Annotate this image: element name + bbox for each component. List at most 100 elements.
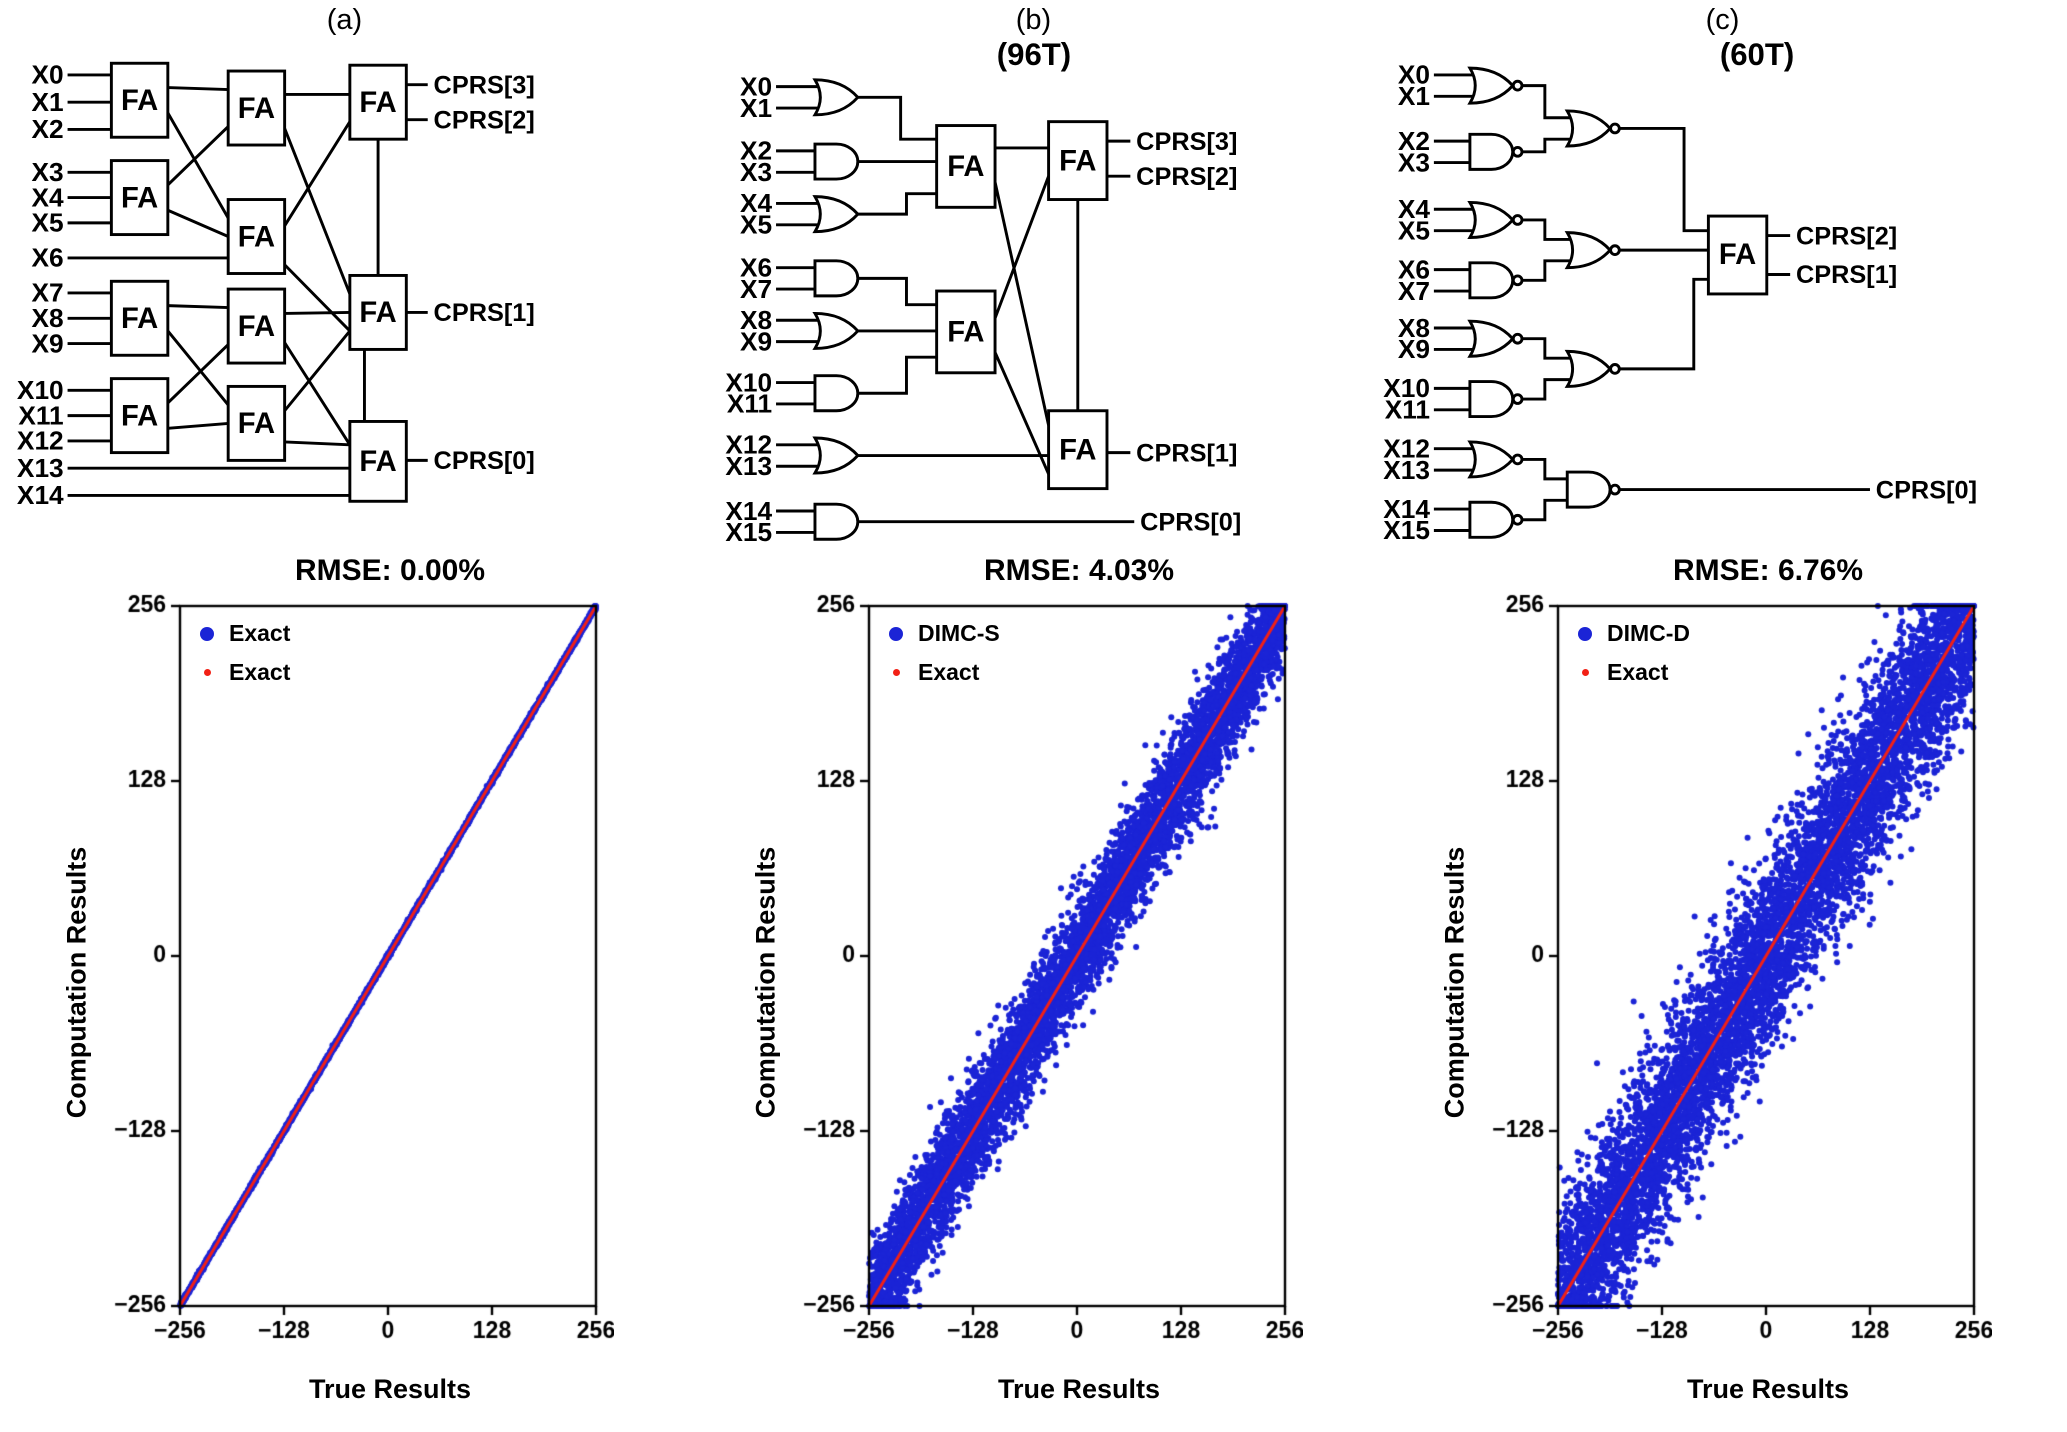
nor-gate-icon xyxy=(1467,319,1515,358)
input-label: X10 xyxy=(725,367,772,397)
output-label: CPRS[3] xyxy=(1136,128,1237,156)
inverter-bubble-icon xyxy=(1511,332,1524,345)
nand-gate-icon xyxy=(1565,470,1612,509)
fa-label: FA xyxy=(238,221,275,253)
or-gate-icon xyxy=(812,78,860,117)
input-labels: X0 X1 X2 X3 X4 X5 X6 X7 X8 X9 X10 X11 X1… xyxy=(17,60,64,511)
chart-title: RMSE: 6.76% xyxy=(1672,554,1864,587)
input-label: X3 xyxy=(1398,147,1430,177)
fa-boxes xyxy=(109,61,408,503)
fa-label: FA xyxy=(121,85,158,117)
legend-label: Exact xyxy=(229,659,291,685)
input-label: X15 xyxy=(1383,515,1430,545)
dot-icon xyxy=(892,669,900,676)
fa-box xyxy=(226,384,287,462)
fa-box xyxy=(109,61,170,139)
fa-label: FA xyxy=(238,311,275,343)
fa-label: FA xyxy=(1719,239,1756,271)
nand-gate-icon xyxy=(1468,261,1515,300)
legend-marker-icon xyxy=(887,626,905,641)
output-label: CPRS[2] xyxy=(434,106,535,134)
chart-body: Computation Results DIMC-S Exact xyxy=(749,592,1349,1372)
chart-legend: DIMC-S Exact xyxy=(887,620,1000,686)
fa-box xyxy=(348,273,408,351)
fa-labels: FA FA FA FA xyxy=(947,145,1096,466)
legend-label: DIMC-S xyxy=(918,620,1000,646)
input-label: X3 xyxy=(32,157,64,187)
input-label: X4 xyxy=(32,182,65,212)
input-label: X8 xyxy=(740,305,772,335)
input-label: X15 xyxy=(725,517,772,547)
legend-marker-icon xyxy=(198,669,216,676)
or-gate-icon xyxy=(812,311,860,350)
input-label: X12 xyxy=(17,426,64,456)
output-label: CPRS[0] xyxy=(434,447,535,475)
input-label: X1 xyxy=(740,93,772,123)
legend-item: Exact xyxy=(198,620,290,647)
circuit-wires xyxy=(67,73,428,497)
nor-gate-icon xyxy=(1564,109,1613,148)
fa-label: FA xyxy=(947,317,984,349)
nand-gate-icon xyxy=(1468,500,1515,539)
fa-box xyxy=(226,69,287,147)
logic-gates xyxy=(1467,66,1621,539)
y-axis-label: Computation Results xyxy=(750,846,781,1118)
input-label: X7 xyxy=(1398,276,1430,306)
input-label: X0 xyxy=(740,71,772,101)
input-label: X13 xyxy=(1383,455,1430,485)
fa-label: FA xyxy=(238,93,275,125)
nor-gate-icon xyxy=(1467,440,1515,479)
logic-gates xyxy=(812,78,860,541)
input-label: X13 xyxy=(17,453,64,483)
input-label: X8 xyxy=(32,303,64,333)
dot-icon xyxy=(889,626,903,641)
output-label: CPRS[2] xyxy=(1136,163,1237,191)
legend-marker-icon xyxy=(1576,669,1594,676)
input-label: X11 xyxy=(727,389,772,419)
input-label: X6 xyxy=(1398,254,1430,284)
input-label: X1 xyxy=(1398,81,1430,111)
input-label: X4 xyxy=(740,188,773,218)
inverter-bubble-icon xyxy=(1511,274,1524,287)
output-labels: CPRS[3] CPRS[2] CPRS[1] CPRS[0] xyxy=(1136,128,1241,537)
input-label: X5 xyxy=(1398,215,1430,245)
fa-box xyxy=(348,420,408,503)
input-label: X9 xyxy=(32,328,64,358)
input-label: X4 xyxy=(1398,194,1431,224)
output-label: CPRS[1] xyxy=(1796,261,1897,289)
x-axis-label: True Results xyxy=(308,1374,472,1404)
fa-label: FA xyxy=(121,400,158,432)
input-label: X14 xyxy=(725,496,772,526)
legend-marker-icon xyxy=(1576,626,1594,641)
legend-item: Exact xyxy=(1576,659,1690,686)
output-label: CPRS[1] xyxy=(434,299,535,327)
input-label: X13 xyxy=(725,451,772,481)
input-label: X14 xyxy=(1383,494,1430,524)
nor-gate-icon xyxy=(1564,231,1613,270)
inverter-bubble-icon xyxy=(1511,393,1524,405)
fa-box xyxy=(1047,120,1109,201)
chart-canvas xyxy=(94,592,614,1372)
input-label: X7 xyxy=(740,274,772,304)
legend-label: Exact xyxy=(229,620,291,646)
legend-marker-icon xyxy=(887,669,905,676)
or-gate-icon xyxy=(812,195,860,234)
x-axis-label: True Results xyxy=(1686,1374,1850,1404)
input-label: X12 xyxy=(725,430,772,460)
y-axis-label: Computation Results xyxy=(61,846,92,1118)
fa-box xyxy=(935,289,997,375)
legend-item: Exact xyxy=(887,659,1000,686)
fa-box xyxy=(109,377,170,455)
inverter-bubble-icon xyxy=(1511,513,1524,526)
panel-a-caption: (a) xyxy=(326,4,363,36)
circuit-wires xyxy=(776,85,1135,534)
input-label: X10 xyxy=(17,375,64,405)
panel-c-caption: (c) xyxy=(1705,4,1740,36)
nor-gate-icon xyxy=(1564,349,1613,388)
inverter-bubble-icon xyxy=(1511,145,1524,158)
inverter-bubble-icon xyxy=(1609,122,1621,135)
